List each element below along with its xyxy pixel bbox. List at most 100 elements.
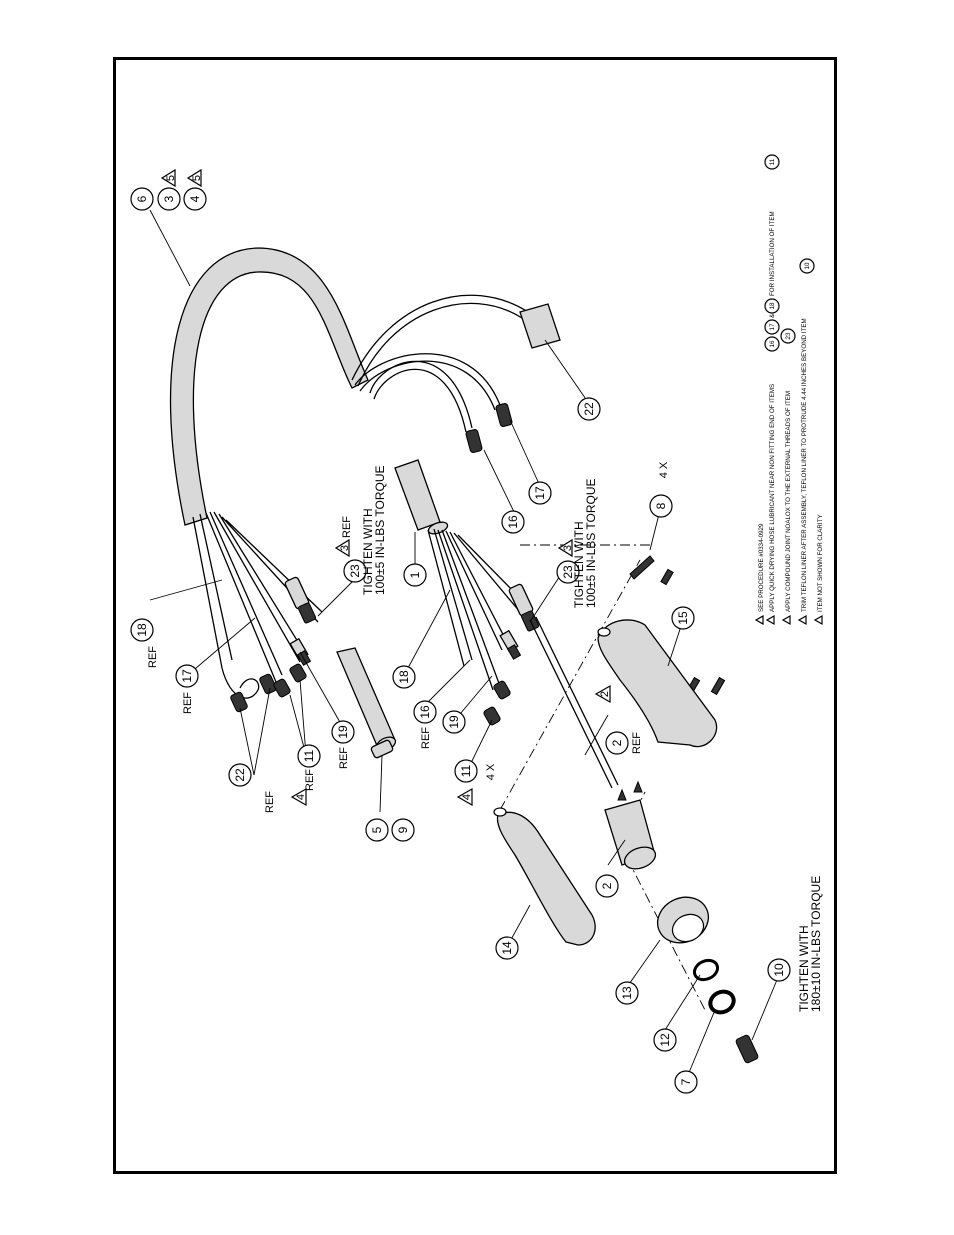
balloon-7: 7 — [674, 1070, 698, 1094]
balloon-17-lower: 17 — [528, 481, 552, 505]
svg-text:23: 23 — [561, 565, 575, 579]
flag-5-b: 5 — [186, 168, 203, 188]
connector-22 — [519, 303, 561, 349]
branch-leads — [351, 294, 561, 454]
ref-label: REF — [420, 727, 432, 749]
svg-text:TIGHTEN WITH: TIGHTEN WITH — [572, 521, 586, 608]
balloon-11-upper: 11 — [297, 744, 321, 768]
balloon-9: 9 — [391, 818, 415, 842]
torque-note-bottom: TIGHTEN WITH 180±10 IN-LBS TORQUE — [797, 876, 823, 1012]
svg-text:17: 17 — [533, 486, 547, 500]
svg-text:FOR INSTALLATION OF ITEM: FOR INSTALLATION OF ITEM — [769, 211, 776, 296]
svg-text:6: 6 — [135, 195, 149, 202]
svg-text:3: 3 — [162, 195, 176, 202]
flag-4-a: 4 — [290, 787, 307, 807]
drawing-frame — [113, 57, 837, 1174]
balloon-13: 13 — [615, 981, 639, 1005]
balloon-4: 4 — [183, 187, 207, 211]
upper-lead-set — [192, 511, 323, 713]
svg-text:22: 22 — [582, 402, 596, 416]
balloon-5: 5 — [365, 818, 389, 842]
svg-text:18: 18 — [769, 302, 776, 309]
balloon-19-lower: 19 — [442, 710, 466, 734]
svg-text:4: 4 — [295, 794, 307, 800]
nut-13 — [657, 896, 709, 944]
balloon-22-upper: 22 — [228, 763, 252, 787]
general-notes: SEE PROCEDURE #0334-0929 APPLY QUICK DRY… — [754, 154, 824, 626]
balloon-12: 12 — [653, 1028, 677, 1052]
svg-text:15: 15 — [676, 611, 690, 625]
svg-text:19: 19 — [447, 715, 461, 729]
note-5: ITEM NOT SHOWN FOR CLARITY — [817, 514, 824, 612]
o-ring-12 — [692, 958, 720, 982]
balloon-17-upper: 17 — [175, 664, 199, 688]
ref-label: REF — [341, 516, 353, 538]
svg-text:10: 10 — [804, 262, 811, 269]
svg-text:100±5 IN-LBS TORQUE: 100±5 IN-LBS TORQUE — [584, 478, 598, 608]
svg-text:4: 4 — [461, 794, 473, 800]
balloon-1: 1 — [403, 563, 427, 587]
fitting-11-lower — [483, 706, 501, 726]
fitting-17 — [495, 402, 513, 428]
svg-text:180±10 IN-LBS TORQUE: 180±10 IN-LBS TORQUE — [809, 876, 823, 1012]
svg-text:5: 5 — [191, 175, 203, 181]
ref-label: REF — [304, 769, 316, 791]
svg-text:23: 23 — [785, 332, 792, 339]
svg-text:17: 17 — [769, 323, 776, 330]
o-ring-7 — [708, 989, 736, 1015]
balloon-15: 15 — [671, 606, 695, 630]
svg-text:3: 3 — [339, 545, 351, 551]
balloon-22-lower: 22 — [577, 397, 601, 421]
fitting-11-upper — [273, 678, 291, 698]
svg-text:10: 10 — [772, 963, 786, 977]
balloon-23-upper: 23 — [343, 559, 367, 583]
qty-label: 4 X — [658, 461, 670, 478]
connector-22-upper — [230, 691, 248, 713]
svg-text:14: 14 — [500, 941, 514, 955]
ref-label: REF — [338, 747, 350, 769]
balloon-16-lower: 16 — [501, 510, 525, 534]
note-4: TRIM TEFLON LINER AFTER ASSEMBLY, TEFLON… — [801, 318, 808, 612]
svg-text:2: 2 — [610, 739, 624, 746]
balloon-3: 3 — [157, 187, 181, 211]
flag-3-b: 3 — [557, 538, 574, 558]
balloon-11-lower: 11 — [454, 759, 478, 783]
ref-label: REF — [147, 646, 159, 668]
handle-half-14 — [496, 811, 596, 946]
leader-lines — [149, 209, 780, 1076]
body-2 — [604, 780, 657, 870]
svg-text:4: 4 — [188, 195, 202, 202]
balloon-19-upper: 19 — [331, 720, 355, 744]
balloon-23-lower: 23 — [556, 560, 580, 584]
balloon-18-lower: 18 — [392, 665, 416, 689]
screw-8 — [629, 555, 655, 580]
svg-text:TIGHTEN WITH: TIGHTEN WITH — [797, 925, 811, 1012]
balloon-8: 8 — [649, 494, 673, 518]
svg-text:16: 16 — [769, 340, 776, 347]
svg-text:9: 9 — [396, 826, 410, 833]
cable-jacket — [169, 247, 369, 526]
flag-3-a: 3 — [334, 538, 351, 558]
svg-text:16: 16 — [506, 515, 520, 529]
svg-text:11: 11 — [459, 764, 473, 777]
svg-text:18: 18 — [135, 623, 149, 637]
flag-2: 2 — [594, 684, 611, 704]
svg-text:16: 16 — [418, 705, 432, 719]
ref-label: REF — [182, 692, 194, 714]
svg-text:17: 17 — [180, 669, 194, 683]
svg-text:5: 5 — [165, 175, 177, 181]
flag-5-a: 5 — [160, 168, 177, 188]
svg-text:5: 5 — [370, 826, 384, 833]
qty-label: 4 X — [485, 763, 497, 780]
fitting-16 — [465, 428, 483, 454]
torque-note-lower: TIGHTEN WITH 100±5 IN-LBS TORQUE — [572, 478, 598, 608]
balloon-2-upper: 2 — [605, 731, 629, 755]
note-3: APPLY COMPOUND JOINT NOALOX TO THE EXTER… — [785, 391, 792, 612]
balloon-14: 14 — [495, 936, 519, 960]
flag-4-b: 4 — [456, 787, 473, 807]
svg-text:TIGHTEN WITH: TIGHTEN WITH — [361, 508, 375, 595]
svg-text:23: 23 — [348, 564, 362, 578]
svg-text:8: 8 — [654, 502, 668, 509]
torque-note-upper: TIGHTEN WITH 100±5 IN-LBS TORQUE — [361, 465, 387, 595]
